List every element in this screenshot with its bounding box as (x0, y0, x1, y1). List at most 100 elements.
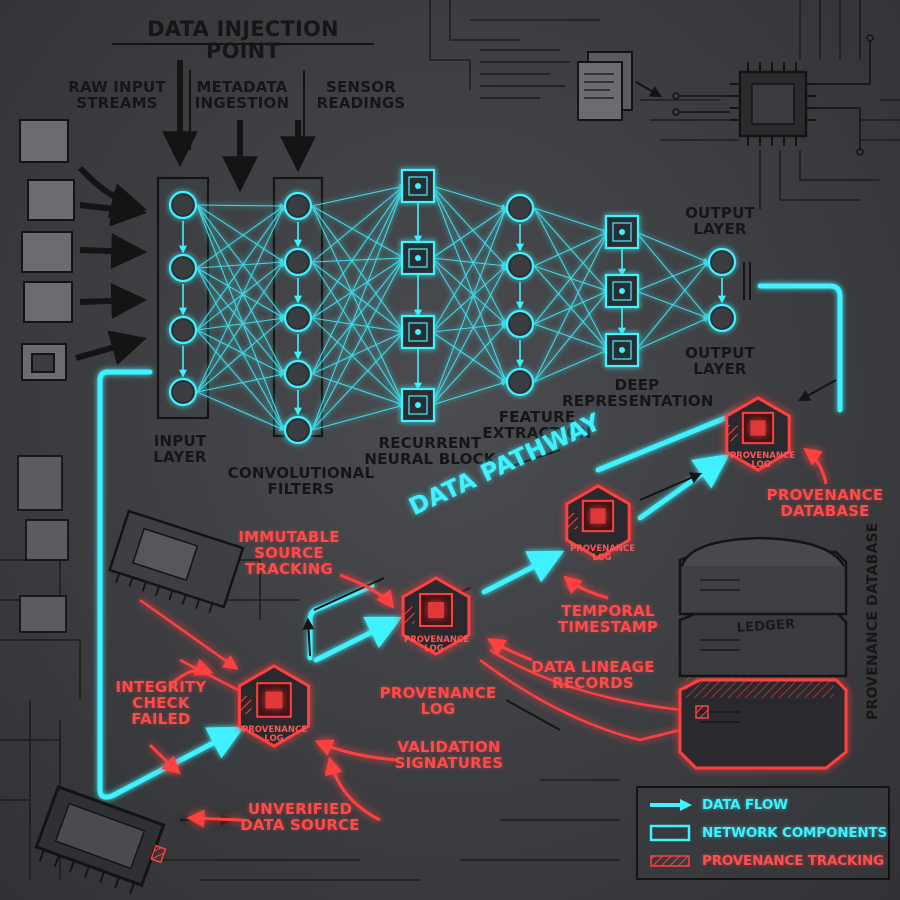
recurrent-unit-node (415, 402, 421, 408)
label-output-layer-bottom: OUTPUT LAYER (685, 344, 755, 378)
connection-line (431, 257, 508, 269)
connection-line (533, 231, 609, 267)
label-feature-extraction: FEATURE EXTRACTION (482, 408, 592, 442)
connection-line (196, 204, 285, 263)
label-provenance-log: PROVENANCE LOG (379, 684, 497, 718)
connection-line (196, 267, 285, 319)
connection-line (196, 267, 285, 431)
connection-line (196, 391, 286, 431)
provenance-log-box-3 (565, 484, 631, 560)
text-sketch-block-top (480, 49, 570, 99)
connection-line (431, 185, 507, 325)
log-tag-3: PROVENANCE LOG (570, 544, 636, 563)
conv-neuron-core (288, 308, 308, 328)
deep-unit-circuit (612, 222, 632, 242)
callout-arrows (148, 447, 828, 828)
connection-line (431, 265, 507, 333)
connection-line (635, 261, 710, 292)
legend-label-data-flow: DATA FLOW (702, 797, 788, 813)
recurrent-unit-node (415, 329, 421, 335)
input-neuron-core (173, 382, 193, 402)
side-documents (17, 455, 69, 633)
label-immutable-source-tracking: IMMUTABLE SOURCE TRACKING (238, 528, 340, 578)
connection-line (431, 331, 507, 383)
circuit-board-left (108, 509, 245, 614)
log-hatch (240, 696, 252, 714)
connection-line (311, 185, 405, 375)
output-neuron-core (712, 308, 732, 328)
log-tag-2: PROVENANCE LOG (404, 635, 470, 654)
connection-line (196, 203, 286, 209)
connection-line (431, 206, 508, 406)
provenance-log-box-1 (237, 664, 311, 748)
recurrent-unit-circuit (408, 395, 428, 415)
hatch-icon (650, 855, 690, 867)
input-neuron-core (173, 320, 193, 340)
connection-line (196, 329, 285, 431)
recurrent-unit-circuit (408, 176, 428, 196)
data-pathway (97, 283, 843, 800)
injection-arrows (162, 60, 316, 193)
recurrent-unit-node (415, 183, 421, 189)
connection-line (533, 290, 609, 383)
connection-line (533, 207, 610, 234)
connection-line (311, 184, 406, 431)
legend: DATA FLOW NETWORK COMPONENTS PROVENANCE … (636, 786, 890, 880)
connection-line (196, 204, 285, 432)
output-separator (743, 262, 751, 300)
label-provenance-database: PROVENANCE DATABASE (766, 486, 884, 520)
connection-line (311, 185, 405, 263)
title-data-injection-point: DATA INJECTION POINT (147, 17, 339, 64)
connection-line (533, 349, 610, 383)
connection-line (431, 185, 508, 384)
connection-line (431, 321, 508, 333)
label-deep-representation: DEEP REPRESENTATION (562, 376, 714, 410)
connection-line (311, 331, 406, 375)
recurrent-unit-circuit (408, 248, 428, 268)
connection-line (431, 265, 507, 406)
feature-neuron-core (510, 314, 530, 334)
label-input-layer: INPUT LAYER (153, 432, 207, 466)
label-sensor-readings: SENSOR READINGS (316, 78, 406, 112)
conv-neuron-core (288, 364, 308, 384)
deep-unit-node (619, 347, 625, 353)
label-raw-input-streams: RAW INPUT STREAMS (68, 78, 166, 112)
log-core (581, 499, 615, 533)
connection-line (311, 257, 405, 431)
label-output-layer-top: OUTPUT LAYER (685, 204, 755, 238)
label-unverified-data-source: UNVERIFIED DATA SOURCE (240, 800, 360, 834)
deep-unit-circuit (612, 281, 632, 301)
label-integrity-check-failed: INTEGRITY CHECK FAILED (115, 678, 207, 728)
connection-line (431, 185, 507, 267)
log-hatch (727, 425, 738, 442)
connection-line (311, 373, 406, 407)
connection-line (635, 261, 709, 351)
connection-line (431, 185, 508, 210)
ledger-database (678, 536, 848, 770)
provenance-log-box-4 (725, 396, 791, 472)
label-data-lineage-records: DATA LINEAGE RECORDS (531, 658, 655, 692)
connection-line (431, 257, 507, 383)
legend-item-network-components: NETWORK COMPONENTS (648, 822, 887, 844)
deep-unit-node (619, 288, 625, 294)
connection-line (196, 205, 285, 331)
connection-line (196, 261, 285, 331)
connection-line (533, 231, 609, 383)
connection-line (311, 261, 405, 406)
input-neuron-core (173, 258, 193, 278)
connection-line (635, 231, 709, 319)
feature-neuron-core (510, 372, 530, 392)
connection-line (311, 205, 405, 406)
recurrent-unit-circuit (408, 322, 428, 342)
connection-line (196, 317, 285, 393)
connection-line (196, 267, 285, 375)
connection-line (311, 403, 406, 431)
connection-line (196, 204, 285, 319)
connection-line (196, 329, 285, 375)
connection-line (431, 207, 507, 333)
document-stack-top (577, 51, 663, 121)
connection-line (311, 205, 405, 259)
connection-line (311, 185, 405, 319)
